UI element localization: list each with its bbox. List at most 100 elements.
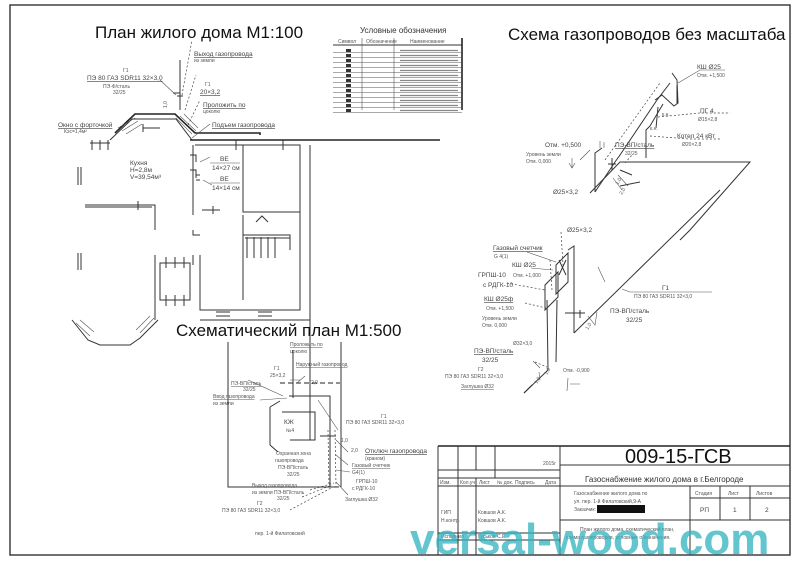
site-label-dim-10: 1,0 <box>341 438 348 444</box>
object-desc-2: ул. пер. 1-й Филатовский,9-А <box>574 498 642 505</box>
redacted-customer <box>597 505 645 513</box>
site-label-pipe-spec: ПЭ 80 ГАЗ SDR11 32×3,0 <box>222 508 280 514</box>
legend-symbol <box>346 99 351 102</box>
plan-label-exit-pipe: Выход газопровода <box>194 51 253 58</box>
site-label-exit-ground-sub: из земли <box>213 401 234 407</box>
scheme2-label-d25: Ø25×3,2 <box>567 227 593 234</box>
scheme2-label-ksh: КШ Ø25 <box>512 262 536 269</box>
plan-label-window: Окно с форточкой <box>58 121 113 129</box>
site-plan: Схематический план М1:500 Проложить по ц… <box>176 321 427 537</box>
title-block-role: Исполнил <box>441 534 464 540</box>
scheme2-label-d32: Ø32×3,0 <box>513 341 533 347</box>
plan-label-exit-pipe-sub: из земли <box>194 58 215 64</box>
legend-column-header: Символ <box>338 39 356 45</box>
site-label-house: КЖ <box>284 419 294 426</box>
sheets-header: Листов <box>756 491 773 497</box>
scheme2-label-pipe-spec: ПЭ 80 ГАЗ SDR11 32×3,0 <box>445 374 503 380</box>
site-label-g1b-spec: ПЭ 80 ГАЗ SDR11 32×3,0 <box>346 420 404 426</box>
sheet-desc-1: План жилого дома, схематический план, <box>580 526 674 533</box>
site-label-exit-pipe-sub: из земли ПЭ-ВП/сталь <box>252 490 305 496</box>
scheme2-label-pe-steel2-sub: 32/25 <box>626 317 643 324</box>
legend-symbol <box>346 109 351 112</box>
gas-scheme-upper: Схема газопроводов без масштаба КШ Ø25 О… <box>508 25 786 241</box>
gas-scheme-lower: Ø25×3,2 Газовый счетчик G 4(1) КШ Ø25 ГР… <box>445 189 721 394</box>
plan-label-kitchen-v: V=39,54м³ <box>130 174 162 181</box>
scheme2-label-grpsh: ГРПШ-10 <box>478 272 506 279</box>
plan-label-diam: 20×3,2 <box>200 89 220 96</box>
scheme-title: Схема газопроводов без масштаба <box>508 25 786 44</box>
stage-header: Стадия <box>695 491 712 497</box>
scheme-label-pe-steel: ПЭ-ВП/сталь <box>615 142 655 149</box>
scheme2-label-pe-steel-sub: 32/25 <box>482 357 499 364</box>
site-label-house-no: №4 <box>286 428 294 434</box>
scheme-label-ground: Уровень земли <box>526 152 561 158</box>
scheme-label-ground-mark: Отм. 0,000 <box>526 159 551 165</box>
scheme-label-ksh-mark: Отм. +1,500 <box>697 73 725 79</box>
site-label-g1-diam: 25×3,2 <box>270 373 286 379</box>
plan-label-transition: ПЭ-Ф/сталь <box>103 84 130 90</box>
plan-label-lay-along: Проложить по <box>203 102 246 109</box>
scheme-label-dim-20: 2,0 <box>619 187 628 196</box>
scheme-label-kn1: к.н. <box>662 112 670 118</box>
legend-symbol <box>346 89 351 92</box>
plan-label-g1: Г1 <box>123 68 129 74</box>
sheets-value: 2 <box>765 507 769 514</box>
site-label-g2: Г2 <box>257 501 263 507</box>
scheme2-label-g1: Г1 <box>662 285 670 292</box>
scheme2-label-ksh2-mark: Отм. +1,500 <box>486 306 514 312</box>
title-block-role: ГИП <box>441 510 451 516</box>
legend-symbol <box>346 104 351 107</box>
watermark: versal-wood.com <box>410 515 769 564</box>
legend-symbol <box>346 94 351 97</box>
stage-value: РП <box>700 507 709 514</box>
legend-symbol <box>346 49 351 52</box>
plan-label-ve2-size: 14×14 см <box>212 185 240 192</box>
legend-column-header: Обозначение <box>366 39 397 45</box>
site-label-exit-ground: Ввод газопровода <box>213 394 255 400</box>
site-label-lay-along: Проложить по <box>290 342 323 348</box>
legend-symbol <box>346 84 351 87</box>
scheme2-label-mark-0900: Отм. -0,900 <box>563 368 590 374</box>
scheme2-label-plug: Заглушка Ø32 <box>461 384 494 390</box>
sheet-header: Лист <box>728 491 740 497</box>
scheme-label-pg4: ПГ 4 <box>700 108 714 115</box>
scheme-label-pe-steel-sub: 32/25 <box>625 151 638 157</box>
plan-label-transition-sub: 32/25 <box>113 90 126 96</box>
title-block-header: Лист <box>479 480 491 486</box>
title-block-header: № док. <box>497 480 513 486</box>
sheet-frame <box>9 4 791 556</box>
plan-label-ve1-size: 14×27 см <box>212 165 240 172</box>
legend-symbol <box>346 59 351 62</box>
scheme2-label-meter: Газовый счетчик <box>493 244 543 252</box>
scheme2-label-ground-mark: Отм. 0,000 <box>482 323 507 329</box>
site-label-street: пер. 1-й Филатовский <box>255 530 305 537</box>
site-label-meter-model: G4(1) <box>352 470 365 476</box>
title-block-person: Ковшов А.К. <box>478 518 506 524</box>
site-label-outer-pipe: Наружный газопровод <box>296 361 348 368</box>
site-label-exit-pipe: Выход газопровода <box>252 483 297 489</box>
site-label-g1b: Г1 <box>381 414 387 420</box>
title-block-header: Подпись <box>515 480 535 486</box>
scheme-label-kn2: к.н. <box>650 126 658 132</box>
site-label-lay-along-sub: цоколю <box>290 349 307 355</box>
site-label-pe-steel: ПЭ-ВП/сталь <box>231 381 262 387</box>
site-label-protect-zone: Охранная зона <box>276 451 311 457</box>
legend-column-header: Наименование <box>410 39 445 45</box>
plan-title: План жилого дома М1:100 <box>95 23 303 42</box>
scheme2-label-grpsh-mark: Отм. +1,000 <box>513 273 541 279</box>
plan-label-kitchen: Кухня <box>130 160 148 167</box>
sheet-desc-2: схема газопроводов, условные обозначения… <box>566 535 670 541</box>
site-label-pe-steel2-sub: 32/25 <box>287 472 300 478</box>
plan-label-ve1: ВЕ <box>220 156 229 163</box>
object-desc-1: Газоснабжение жилого дома по <box>574 491 648 497</box>
scheme2-label-pe-steel2: ПЭ-ВП/сталь <box>610 308 650 315</box>
title-block: 009-15-ГСВ Газоснабжение жилого дома в г… <box>437 445 790 555</box>
legend-symbol <box>346 79 351 82</box>
scheme-label-boiler-diam: Ø20×2,8 <box>682 142 702 148</box>
title-block-header: Дата <box>545 480 556 486</box>
scheme-label-pg4-diam: Ø15×2,8 <box>698 117 718 123</box>
site-label-dim-20b: 2,0 <box>351 448 358 454</box>
site-label-pe-steel-sub: 32/25 <box>243 387 256 393</box>
